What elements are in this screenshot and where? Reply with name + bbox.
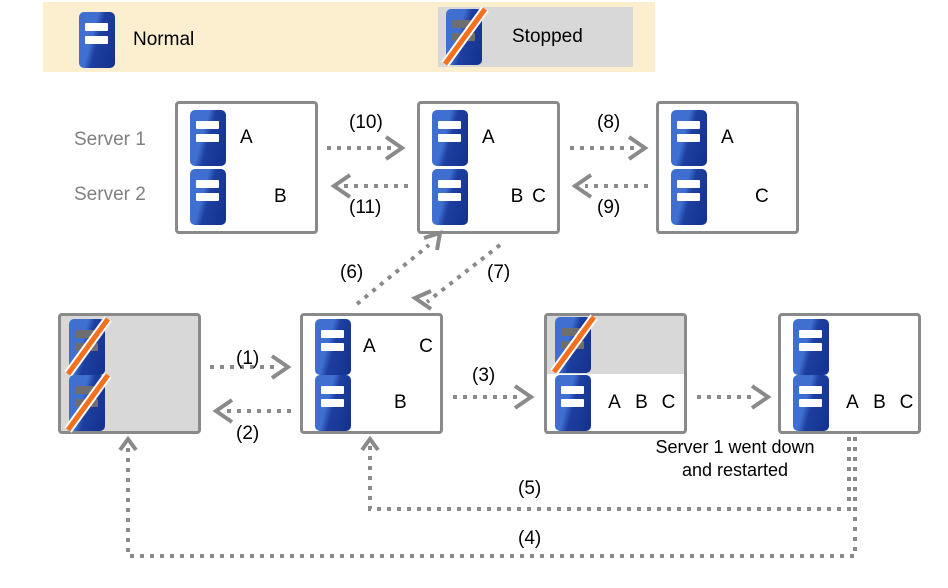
state-6-row-server2: A B C xyxy=(547,374,684,431)
server-normal-icon xyxy=(315,374,351,431)
legend-label-normal: Normal xyxy=(133,29,195,50)
legend-item-stopped: Stopped xyxy=(438,6,633,67)
state-box-6[interactable]: A B C xyxy=(544,313,687,434)
side-label-server1: Server 1 xyxy=(74,129,146,150)
state-7-row-server1 xyxy=(781,318,918,375)
state-1-row-server1-items: A xyxy=(240,127,253,148)
state-3-row-server1-items: A xyxy=(721,127,734,148)
state-box-5[interactable]: A C B xyxy=(300,313,443,434)
transition-label-4: (4) xyxy=(518,528,542,549)
legend-band: Normal Stopped xyxy=(43,2,655,72)
transition-label-10: (10) xyxy=(349,112,383,133)
transition-label-5: (5) xyxy=(518,478,542,499)
state-1-row-server1: A xyxy=(178,108,315,168)
state-3-row-server2-items: C xyxy=(755,186,769,207)
legend-item-normal: Normal xyxy=(79,12,194,68)
server-normal-icon xyxy=(432,169,468,225)
state-box-1[interactable]: A B xyxy=(175,101,318,234)
state-5-row-server1: A C xyxy=(303,318,440,375)
state-box-7[interactable]: A B C xyxy=(778,313,921,434)
state-3-row-server2: C xyxy=(659,167,796,227)
state-2-row-server2: B C xyxy=(420,167,557,227)
transition-label-3: (3) xyxy=(472,365,496,386)
restart-annotation: Server 1 went down and restarted xyxy=(655,437,815,480)
transition-label-8: (8) xyxy=(597,112,621,133)
state-5-row-server1-items: A C xyxy=(363,335,433,357)
legend-label-stopped: Stopped xyxy=(512,26,583,47)
state-7-row-server2: A B C xyxy=(781,374,918,431)
server-normal-icon xyxy=(793,318,829,375)
server-normal-icon xyxy=(190,110,226,166)
state-2-row-server1-items: A xyxy=(482,127,495,148)
server-normal-icon xyxy=(671,110,707,166)
server-normal-icon xyxy=(555,374,591,431)
server-normal-icon xyxy=(671,169,707,225)
state-3-row-server1: A xyxy=(659,108,796,168)
server-normal-icon xyxy=(79,12,115,68)
state-2-row-server2-items: B C xyxy=(510,186,546,207)
transition-label-9: (9) xyxy=(597,197,621,218)
state-7-row-server2-items: A B C xyxy=(846,391,914,413)
server-normal-icon xyxy=(315,318,351,375)
state-5-row-server2-items: B xyxy=(394,391,407,413)
transition-label-6: (6) xyxy=(340,262,364,283)
state-box-2[interactable]: A B C xyxy=(417,101,560,234)
state-1-row-server2-items: B xyxy=(274,186,287,207)
transition-label-1: (1) xyxy=(236,348,260,369)
state-2-row-server1: A xyxy=(420,108,557,168)
transition-label-7: (7) xyxy=(487,262,511,283)
server-normal-icon xyxy=(190,169,226,225)
server-normal-icon xyxy=(432,110,468,166)
state-box-3[interactable]: A C xyxy=(656,101,799,234)
transition-label-2: (2) xyxy=(236,423,260,444)
side-label-server2: Server 2 xyxy=(74,184,146,205)
state-6-row-server2-items: A B C xyxy=(608,391,676,413)
state-1-row-server2: B xyxy=(178,167,315,227)
state-5-row-server2: B xyxy=(303,374,440,431)
transition-label-11: (11) xyxy=(349,197,382,218)
server-normal-icon xyxy=(793,374,829,431)
